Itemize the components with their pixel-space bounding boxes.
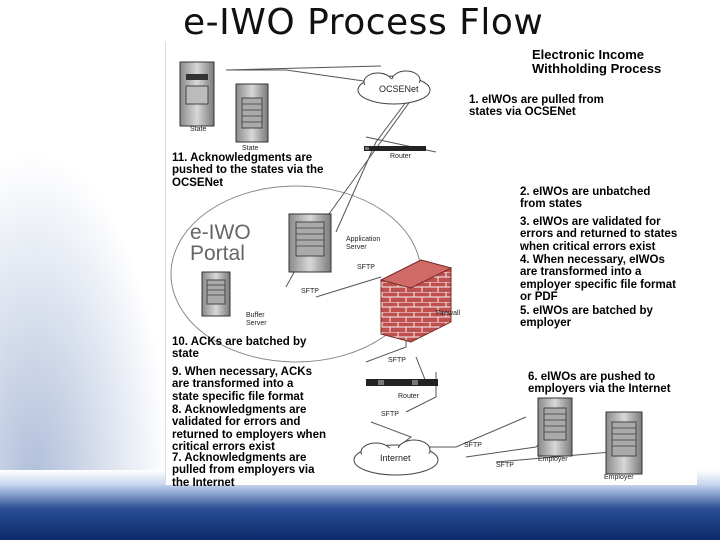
step-5: 5. eIWOs are batched by employer (520, 305, 653, 330)
step-4: 4. When necessary, eIWOs are transformed… (520, 254, 676, 304)
router-bottom-label: Router (398, 393, 420, 400)
step-8: 8. Acknowledgments are validated for err… (172, 404, 327, 454)
employer-1-label: Employer (538, 456, 568, 463)
background-swirl (0, 150, 170, 480)
state-server-label: State (190, 126, 207, 133)
buffer-server-graphic (201, 271, 231, 317)
router-bottom (366, 379, 438, 386)
ocsenet-cloud (357, 70, 431, 105)
firewall-graphic (379, 259, 453, 343)
buffer-server-label: Buffer Server (246, 312, 267, 327)
sftp-app-label: SFTP (357, 264, 375, 271)
firewall-label: Firewall (436, 310, 461, 317)
diagram-graphics (170, 61, 643, 476)
step-6: 6. eIWOs are pushed to employers via the… (528, 371, 671, 396)
application-server-graphic (288, 213, 332, 273)
internet-label: Internet (380, 453, 411, 463)
step-10: 10. ACKs are batched by state (172, 336, 307, 361)
state-tower-label: State (242, 145, 259, 152)
sftp-low-label: SFTP (381, 411, 399, 418)
step-11: 11. Acknowledgments are pushed to the st… (172, 152, 324, 189)
slide-title: e-IWO Process Flow (183, 2, 544, 43)
sftp-emp-label: SFTP (464, 442, 482, 449)
process-diagram: Electronic Income Withholding Process e-… (165, 42, 697, 489)
state-server-graphic (179, 61, 215, 127)
employer-server-1-graphic (537, 397, 573, 457)
portal-label: e-IWO Portal (190, 221, 251, 265)
internet-cloud (353, 439, 439, 476)
sftp-inet-label: SFTP (496, 462, 514, 469)
step-3: 3. eIWOs are validated for errors and re… (520, 216, 678, 253)
employer-server-2-graphic (605, 411, 643, 475)
application-server-label: Application Server (346, 236, 381, 251)
sftp-mid-label: SFTP (388, 357, 406, 364)
connection-lines (225, 65, 612, 463)
step-1: 1. eIWOs are pulled from states via OCSE… (469, 94, 604, 119)
step-7: 7. Acknowledgments are pulled from emplo… (172, 452, 315, 489)
state-tower-graphic (235, 83, 269, 143)
diagram-heading: Electronic Income Withholding Process (532, 47, 662, 77)
step-2: 2. eIWOs are unbatched from states (520, 186, 651, 211)
ocsenet-label: OCSENet (379, 84, 419, 94)
router-top-label: Router (390, 153, 412, 160)
router-top (364, 146, 426, 151)
employer-2-label: Employer (604, 474, 634, 481)
step-9: 9. When necessary, ACKs are transformed … (172, 366, 312, 403)
sftp-buffer-label: SFTP (301, 288, 319, 295)
